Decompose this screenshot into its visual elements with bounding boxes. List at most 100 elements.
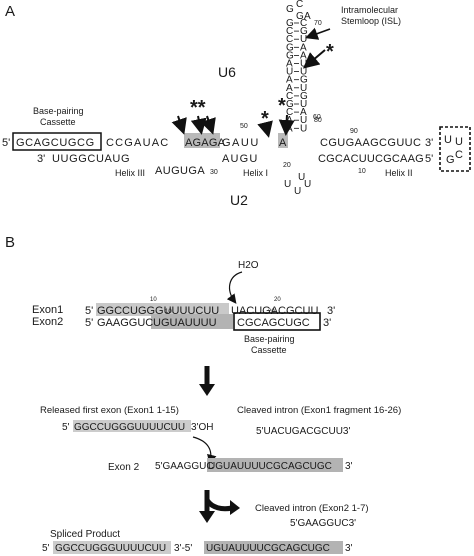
stem-left-base: U bbox=[286, 67, 293, 78]
u6-seq3: CGUGAAGCGUUC bbox=[320, 137, 421, 149]
released-seq: GGCCUGGGUUUUCUU bbox=[74, 422, 185, 433]
exon2-num10: 10 bbox=[165, 309, 172, 315]
stem-left-base: A bbox=[286, 83, 293, 94]
exon2-step-suffix: 3' bbox=[345, 461, 353, 472]
bottom-loop-u4: U bbox=[298, 172, 305, 183]
u2-label: U2 bbox=[230, 192, 248, 208]
spliced-mid: 3'-5' bbox=[174, 543, 192, 554]
exon2-row: 5' GAAGGUC UGUAUUUU CGCAGCUGC 3' bbox=[85, 317, 331, 329]
helix-ii-label: Helix II bbox=[385, 168, 413, 178]
isl-arrow bbox=[304, 27, 331, 40]
stem-right-base: G bbox=[300, 91, 308, 102]
exon2-plain-seq: GAAGGUC bbox=[97, 317, 153, 329]
stem-right-base: U bbox=[300, 34, 307, 45]
stem-left-base: G bbox=[286, 18, 294, 29]
u6-row: 5' GCAGCUGCG CCGAUAC AGAGA GAUU A CGUGAA… bbox=[2, 137, 433, 149]
panel-b: B H2O Exon1 10 20 5' GGCCUGGGUUUUCUU UAC… bbox=[5, 234, 401, 554]
cassette-label-a-line1: Base-pairing bbox=[33, 106, 84, 116]
stem-loop-top-c: C bbox=[296, 0, 303, 10]
stem-right-base: U bbox=[300, 123, 307, 134]
arrow-agaga-3 bbox=[200, 115, 216, 135]
stem-left-base: G bbox=[286, 50, 294, 61]
grey-highlight-agaga bbox=[184, 133, 220, 148]
dashed-loop-box bbox=[439, 126, 471, 172]
u6-label: U6 bbox=[218, 64, 236, 80]
h2o-label: H2O bbox=[238, 260, 259, 271]
panel-b-label: B bbox=[5, 234, 15, 251]
arrow-a bbox=[278, 114, 295, 136]
stem-right-base: C bbox=[300, 18, 307, 29]
cleaved-intron-2-label: Cleaved intron (Exon2 1-7) bbox=[255, 503, 369, 514]
u6-5prime: 5' bbox=[2, 137, 10, 149]
exon2-step-row: 5'GAAGGUC UGUAUUUUCGCAGCUGC 3' bbox=[155, 461, 353, 472]
stem-left-base: C bbox=[286, 107, 293, 118]
cassette-box-a bbox=[12, 132, 102, 151]
released-grey-box bbox=[73, 420, 191, 432]
asterisk-gauu: * bbox=[261, 108, 269, 130]
exon1-5prime: 5' bbox=[85, 305, 93, 317]
u6-grey2: A bbox=[279, 137, 287, 149]
spliced-grey1: GGCCUGGGUUUUCUU bbox=[55, 543, 166, 554]
arrow-agaga-2 bbox=[190, 115, 207, 135]
exon1-num10: 10 bbox=[150, 297, 157, 303]
cassette-label-b: Base-pairing Cassette bbox=[244, 334, 297, 355]
stem-left-base: G bbox=[286, 99, 294, 110]
bottom-loop-u3: U bbox=[304, 179, 311, 190]
num-80: 80 bbox=[314, 117, 322, 124]
exon1-name: Exon1 bbox=[32, 304, 63, 316]
isl-label-line1: Intramolecular bbox=[341, 5, 398, 15]
stem-right-base: G bbox=[300, 75, 308, 86]
asterisk-double: ** bbox=[190, 97, 206, 119]
exon2-step-grey: UGUAUUUUCGCAGCUGC bbox=[208, 461, 332, 472]
u2-seq3: AUGU bbox=[222, 153, 259, 165]
num-90: 90 bbox=[350, 128, 358, 135]
u2-seq4: CGCACUUCGCAAG bbox=[318, 153, 424, 165]
right-loop-u2: U bbox=[455, 136, 463, 148]
stem-left-base: A bbox=[286, 75, 293, 86]
u2-seq1: UUGGCUAUG bbox=[52, 153, 130, 165]
u2-row: 3' UUGGCUAUG AUGUGA AUGU CGCACUUCGCAAG 5… bbox=[37, 153, 433, 177]
bottom-loop-u1: U bbox=[284, 179, 291, 190]
cassette-label-b-line1: Base-pairing bbox=[244, 334, 295, 344]
u2-5prime: 5' bbox=[425, 153, 433, 165]
exon2-grey-box bbox=[151, 314, 233, 329]
stem-pair-lines bbox=[294, 22, 299, 129]
right-loop-g: G bbox=[446, 154, 455, 166]
exon1-grey-box bbox=[96, 303, 229, 316]
exon2-step-grey-box bbox=[207, 458, 343, 472]
isl-label-line2: Stemloop (ISL) bbox=[341, 16, 401, 26]
released-first-exon-label: Released first exon (Exon1 1-15) bbox=[40, 405, 179, 416]
panel-a: A Base-pairing Cassette U6 U2 Intramolec… bbox=[2, 0, 471, 208]
exon2-step-label: Exon 2 bbox=[108, 462, 140, 473]
stem-loop-top-g: G bbox=[286, 4, 294, 15]
branch-arrow-side-head bbox=[230, 500, 240, 515]
stem-left-base: C bbox=[286, 91, 293, 102]
grey-highlight-a bbox=[278, 133, 288, 148]
arrow-gauu bbox=[257, 120, 273, 138]
stem-loop-top-g2: G bbox=[296, 11, 304, 22]
stem-right-base: U bbox=[300, 83, 307, 94]
released-row: 5' GGCCUGGGUUUUCUU 3'OH bbox=[62, 422, 213, 433]
exon2-3prime: 3' bbox=[323, 317, 331, 329]
u6-seq1: CCGAUAC bbox=[106, 137, 169, 149]
exon1-3prime: 3' bbox=[327, 305, 335, 317]
branch-arrow-side bbox=[204, 498, 233, 512]
right-loop-u1: U bbox=[444, 134, 452, 146]
stem-left-base: A bbox=[286, 59, 293, 70]
stem-left-base: C bbox=[286, 26, 293, 37]
released-3oh: 3'OH bbox=[191, 422, 213, 433]
exon1-rest-seq: UACUGACGCUU bbox=[231, 305, 318, 317]
asterisk-isl: * bbox=[326, 41, 334, 63]
stem-right-base: U bbox=[300, 67, 307, 78]
arrow-agaga-1 bbox=[171, 115, 187, 135]
u2-3prime: 3' bbox=[37, 153, 45, 165]
arrow-isl-asterisk bbox=[302, 49, 326, 69]
spliced-grey2: UGUAUUUUCGCAGCUGC bbox=[206, 543, 330, 554]
stem-left-base: G bbox=[286, 42, 294, 53]
num-70: 70 bbox=[314, 20, 322, 27]
bottom-loop: U U U U bbox=[284, 172, 311, 197]
bottom-loop-u2: U bbox=[294, 186, 301, 197]
num-30: 30 bbox=[210, 169, 218, 176]
